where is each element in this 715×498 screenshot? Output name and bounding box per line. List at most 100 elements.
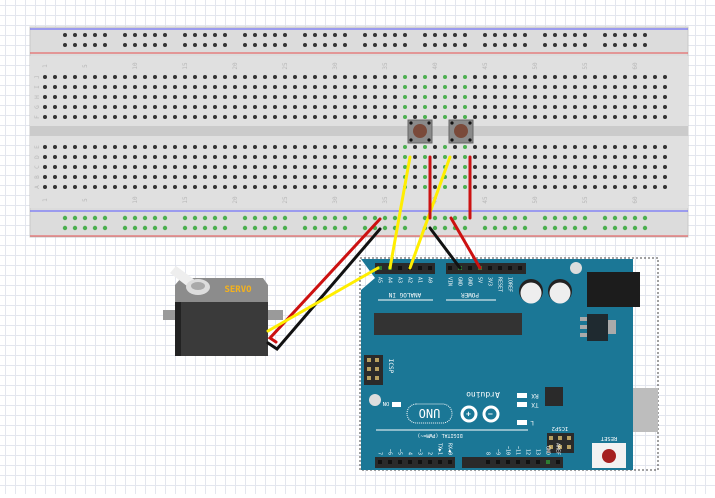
header-pin[interactable] [498,266,502,270]
breadboard-hole[interactable] [383,85,387,89]
breadboard-hole[interactable] [393,105,397,109]
breadboard-hole[interactable] [173,155,177,159]
breadboard-hole[interactable] [43,95,47,99]
breadboard-hole[interactable] [183,105,187,109]
breadboard-hole[interactable] [443,85,447,89]
digital-pin[interactable] [418,460,422,464]
rail-hole[interactable] [622,215,628,221]
breadboard-hole[interactable] [233,115,237,119]
breadboard-hole[interactable] [433,105,437,109]
breadboard-hole[interactable] [533,155,537,159]
breadboard-hole[interactable] [253,155,257,159]
breadboard-hole[interactable] [583,75,587,79]
breadboard-hole[interactable] [543,105,547,109]
breadboard-hole[interactable] [273,115,277,119]
breadboard-hole[interactable] [383,95,387,99]
breadboard-hole[interactable] [623,95,627,99]
breadboard-hole[interactable] [463,115,467,119]
rail-hole[interactable] [133,43,137,47]
breadboard-hole[interactable] [423,105,427,109]
rail-hole[interactable] [333,43,337,47]
breadboard-hole[interactable] [373,165,377,169]
breadboard-hole[interactable] [243,85,247,89]
breadboard-hole[interactable] [203,115,207,119]
breadboard-hole[interactable] [243,185,247,189]
rail-hole[interactable] [313,33,317,37]
breadboard-hole[interactable] [653,95,657,99]
breadboard-hole[interactable] [403,95,407,99]
breadboard-hole[interactable] [53,105,57,109]
breadboard-hole[interactable] [223,155,227,159]
breadboard-hole[interactable] [593,185,597,189]
breadboard-hole[interactable] [613,85,617,89]
breadboard-hole[interactable] [293,155,297,159]
breadboard-hole[interactable] [63,95,67,99]
breadboard-hole[interactable] [503,155,507,159]
breadboard-hole[interactable] [563,75,567,79]
breadboard-hole[interactable] [213,105,217,109]
breadboard-hole[interactable] [343,175,347,179]
rail-hole[interactable] [402,215,408,221]
rail-hole[interactable] [272,215,278,221]
breadboard-hole[interactable] [483,95,487,99]
breadboard-hole[interactable] [573,105,577,109]
breadboard-hole[interactable] [133,165,137,169]
breadboard-hole[interactable] [73,85,77,89]
breadboard-hole[interactable] [203,145,207,149]
rail-hole[interactable] [302,215,308,221]
breadboard-hole[interactable] [333,185,337,189]
breadboard-hole[interactable] [333,115,337,119]
rail-hole[interactable] [513,33,517,37]
breadboard-hole[interactable] [233,95,237,99]
header-pin[interactable] [488,266,492,270]
breadboard-hole[interactable] [433,95,437,99]
breadboard-hole[interactable] [453,85,457,89]
breadboard-hole[interactable] [103,155,107,159]
rail-hole[interactable] [492,215,498,221]
breadboard-hole[interactable] [553,185,557,189]
breadboard-hole[interactable] [113,165,117,169]
breadboard-hole[interactable] [323,115,327,119]
breadboard-hole[interactable] [373,95,377,99]
breadboard-hole[interactable] [243,75,247,79]
breadboard-hole[interactable] [63,115,67,119]
breadboard-hole[interactable] [353,105,357,109]
breadboard-hole[interactable] [473,155,477,159]
breadboard-hole[interactable] [343,95,347,99]
breadboard-hole[interactable] [473,75,477,79]
breadboard-hole[interactable] [363,155,367,159]
breadboard-hole[interactable] [623,75,627,79]
breadboard-hole[interactable] [443,115,447,119]
wire-gnd-black[interactable] [428,226,462,270]
header-pin[interactable] [378,266,382,270]
breadboard-hole[interactable] [263,185,267,189]
digital-pin[interactable] [438,460,442,464]
rail-hole[interactable] [503,43,507,47]
breadboard-hole[interactable] [483,105,487,109]
breadboard-hole[interactable] [493,175,497,179]
breadboard-hole[interactable] [663,75,667,79]
rail-hole[interactable] [82,225,88,231]
breadboard-hole[interactable] [333,175,337,179]
breadboard-hole[interactable] [173,185,177,189]
breadboard-hole[interactable] [663,155,667,159]
breadboard-hole[interactable] [233,85,237,89]
breadboard-hole[interactable] [293,175,297,179]
breadboard-hole[interactable] [293,115,297,119]
rail-hole[interactable] [193,33,197,37]
breadboard-hole[interactable] [323,165,327,169]
breadboard-hole[interactable] [653,105,657,109]
breadboard-hole[interactable] [483,75,487,79]
breadboard-hole[interactable] [583,175,587,179]
breadboard-hole[interactable] [463,185,467,189]
rail-hole[interactable] [62,215,68,221]
rail-hole[interactable] [162,215,168,221]
rail-hole[interactable] [153,43,157,47]
pushbutton-1[interactable] [407,119,433,144]
breadboard-hole[interactable] [423,85,427,89]
breadboard-hole[interactable] [413,105,417,109]
rail-hole[interactable] [603,43,607,47]
rail-hole[interactable] [542,215,548,221]
breadboard-hole[interactable] [473,145,477,149]
breadboard-hole[interactable] [603,75,607,79]
